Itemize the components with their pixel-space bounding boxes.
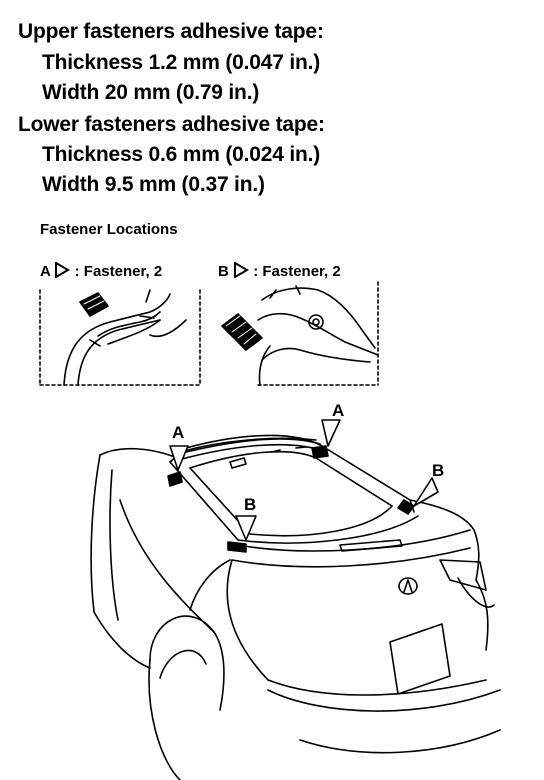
callout-b-left: B (244, 495, 256, 514)
fastener-b-left (227, 541, 247, 553)
triangle-marker-icon (55, 261, 71, 279)
callout-triangle-icon (235, 515, 257, 541)
callout-a-left: A (172, 423, 184, 442)
fastener-locations-title: Fastener Locations (40, 221, 178, 238)
fastener-a-right (311, 445, 329, 459)
callout-b-right: B (432, 461, 444, 480)
lower-tape-heading: Lower fasteners adhesive tape: (18, 113, 325, 136)
fastener-b-detail (221, 313, 263, 351)
legend-b: B : Fastener, 2 (218, 261, 341, 280)
callout-triangle-icon (413, 477, 439, 507)
legend-a: A : Fastener, 2 (40, 261, 163, 280)
legend-b-letter: B (218, 263, 229, 280)
fastener-b-right (397, 499, 415, 515)
legend-b-text: : Fastener, 2 (253, 263, 341, 280)
callout-a-right: A (332, 401, 344, 420)
lower-tape-thickness: Thickness 0.6 mm (0.024 in.) (42, 143, 321, 166)
car-rear-view (90, 434, 501, 780)
callout-triangle-icon (321, 419, 341, 447)
detail-b-inset (257, 281, 379, 386)
upper-tape-heading: Upper fasteners adhesive tape: (18, 20, 324, 43)
fastener-a-left (167, 471, 183, 487)
detail-a-inset (39, 289, 201, 386)
lower-tape-width: Width 9.5 mm (0.37 in.) (42, 173, 265, 196)
upper-tape-width: Width 20 mm (0.79 in.) (42, 81, 260, 104)
triangle-marker-icon (234, 261, 250, 279)
legend-a-text: : Fastener, 2 (74, 263, 163, 280)
legend-a-letter: A (40, 263, 51, 280)
callout-triangle-icon (169, 445, 189, 471)
upper-tape-thickness: Thickness 1.2 mm (0.047 in.) (42, 51, 321, 74)
fastener-a-detail (79, 292, 109, 317)
